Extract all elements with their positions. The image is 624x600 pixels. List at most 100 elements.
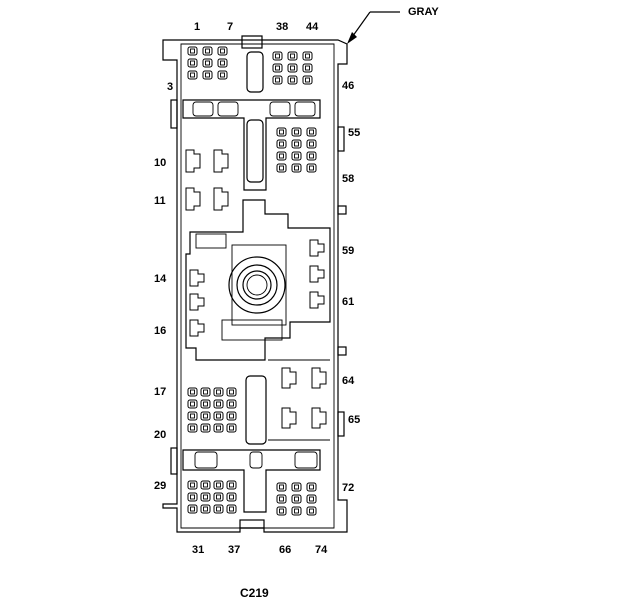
- terminal-contact: [309, 129, 314, 135]
- terminal-cavity: [200, 504, 211, 514]
- terminal-contact: [203, 482, 208, 488]
- terminal-contact: [279, 141, 284, 147]
- pin-label-44: 44: [306, 21, 319, 33]
- large-terminal-cavity: [189, 319, 205, 337]
- terminal-contact: [220, 48, 225, 54]
- large-terminal-cavity: [185, 149, 201, 173]
- pin-label-64: 64: [342, 375, 355, 387]
- terminal-cavity: [187, 70, 198, 80]
- pin-label-31: 31: [192, 544, 204, 556]
- terminal-cavity: [302, 75, 313, 85]
- terminal-contact: [279, 484, 284, 490]
- terminal-cavity: [272, 75, 283, 85]
- pin-label-72: 72: [342, 482, 354, 494]
- large-terminal-cavity: [281, 407, 297, 429]
- pin-label-58: 58: [342, 173, 354, 185]
- terminal-contact: [229, 506, 234, 512]
- terminal-contact: [216, 425, 221, 431]
- terminal-contact: [294, 129, 299, 135]
- terminal-cavity: [306, 482, 317, 492]
- housing-partitions: [182, 51, 331, 513]
- terminal-contact: [290, 77, 295, 83]
- terminal-contact: [229, 425, 234, 431]
- pin-label-17: 17: [154, 386, 166, 398]
- terminal-contact: [216, 482, 221, 488]
- pin-label-38: 38: [276, 21, 288, 33]
- terminal-contact: [190, 506, 195, 512]
- pin-label-65: 65: [348, 414, 360, 426]
- pin-label-16: 16: [154, 325, 166, 337]
- large-terminal-cavity: [213, 187, 229, 211]
- pin-label-59: 59: [342, 245, 354, 257]
- terminal-cavity: [291, 127, 302, 137]
- pin-label-20: 20: [154, 429, 166, 441]
- large-terminal-cavity: [189, 269, 205, 287]
- terminal-cavity: [276, 127, 287, 137]
- terminal-cavity: [213, 411, 224, 421]
- connector-housing: [162, 35, 348, 533]
- terminal-cavity: [213, 423, 224, 433]
- terminal-cavity: [287, 75, 298, 85]
- terminal-contact: [229, 389, 234, 395]
- terminal-cavity: [276, 482, 287, 492]
- terminal-cavity: [226, 387, 237, 397]
- terminal-contact: [309, 484, 314, 490]
- terminal-contact: [305, 65, 310, 71]
- terminal-cavity: [276, 494, 287, 504]
- terminal-contact: [279, 153, 284, 159]
- pin-label-29: 29: [154, 480, 166, 492]
- terminal-cavity: [217, 58, 228, 68]
- terminal-cavity: [226, 504, 237, 514]
- callout-arrowhead: [347, 32, 357, 44]
- terminal-contact: [216, 401, 221, 407]
- terminal-contact: [203, 401, 208, 407]
- terminal-contact: [190, 413, 195, 419]
- pin-label-3: 3: [167, 81, 173, 93]
- terminal-contact: [190, 389, 195, 395]
- terminal-contact: [275, 53, 280, 59]
- pin-label-1: 1: [194, 21, 200, 33]
- terminal-cavity: [276, 139, 287, 149]
- large-terminal-cavity: [189, 293, 205, 311]
- terminal-cavity: [187, 492, 198, 502]
- terminal-contact: [290, 53, 295, 59]
- large-terminal-cavity: [311, 407, 327, 429]
- terminal-cavity: [276, 506, 287, 516]
- terminal-cavity: [291, 506, 302, 516]
- large-terminal-cavity: [213, 149, 229, 173]
- terminal-cavity: [187, 399, 198, 409]
- terminal-contact: [205, 72, 210, 78]
- terminal-cavity: [200, 399, 211, 409]
- terminal-contact: [205, 48, 210, 54]
- terminal-cavity: [187, 411, 198, 421]
- terminal-contact: [279, 496, 284, 502]
- terminal-cavity: [202, 46, 213, 56]
- terminal-cavity: [287, 63, 298, 73]
- terminal-cavity: [187, 504, 198, 514]
- terminal-cavity: [302, 63, 313, 73]
- terminal-contact: [309, 153, 314, 159]
- terminal-contact: [229, 494, 234, 500]
- terminal-cavity: [213, 480, 224, 490]
- terminal-cavity: [187, 58, 198, 68]
- terminal-contact: [309, 508, 314, 514]
- terminal-cavity: [187, 387, 198, 397]
- large-terminal-cavity: [309, 239, 325, 257]
- large-terminal-cavity: [311, 367, 327, 389]
- terminal-contact: [305, 77, 310, 83]
- terminal-cavity: [306, 151, 317, 161]
- terminal-cavity: [306, 506, 317, 516]
- pin-label-61: 61: [342, 296, 354, 308]
- terminal-contact: [305, 53, 310, 59]
- pin-label-10: 10: [154, 157, 166, 169]
- terminal-contact: [203, 506, 208, 512]
- terminal-cavity: [200, 411, 211, 421]
- terminal-contact: [279, 508, 284, 514]
- terminal-cavity: [217, 46, 228, 56]
- terminal-cavity: [213, 492, 224, 502]
- terminal-contact: [216, 506, 221, 512]
- terminal-contact: [190, 48, 195, 54]
- center-post: [228, 256, 286, 314]
- terminal-contact: [229, 482, 234, 488]
- terminal-cavity: [276, 163, 287, 173]
